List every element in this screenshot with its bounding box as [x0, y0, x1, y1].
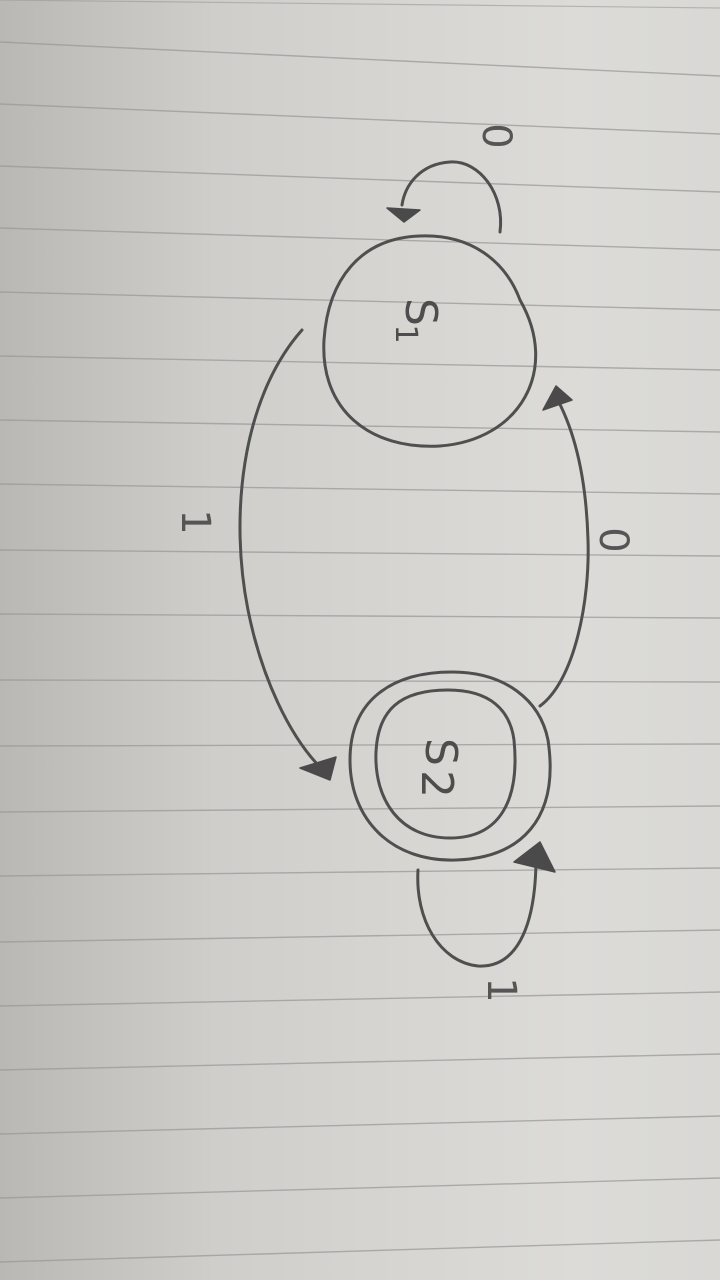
arc-s1-s2-arrowhead — [299, 756, 337, 781]
transition-s1-s2-1: 1 — [172, 328, 337, 781]
arc-s1-s2-label: 1 — [172, 509, 218, 534]
arc-s2-s1-label: 0 — [590, 527, 636, 552]
state-s2-inner-circle — [374, 688, 517, 840]
state-s1-letter: S — [395, 298, 446, 326]
arc-s2-s1 — [538, 393, 590, 708]
state-s1-circle — [322, 234, 538, 448]
state-s1-subscript: 1 — [388, 324, 423, 343]
state-s2-subscript: 2 — [411, 770, 462, 798]
self-loop-s2-arrowhead — [513, 841, 556, 873]
arc-s1-s2 — [238, 328, 320, 767]
self-loop-s1-arc — [400, 160, 503, 234]
self-loop-s1-label: 0 — [473, 123, 519, 148]
self-loop-s2-label: 1 — [478, 977, 524, 1002]
state-s2-letter: S — [415, 738, 466, 766]
state-s1: S 1 — [322, 234, 538, 448]
state-s2[interactable]: S 2 — [348, 670, 552, 862]
transition-s2-self-1: 1 — [416, 841, 556, 1003]
transition-s1-self-0: 0 — [386, 123, 519, 234]
self-loop-s1-arrowhead — [386, 207, 421, 223]
self-loop-s2-arc — [416, 860, 538, 968]
arc-s2-s1-arrowhead — [542, 385, 573, 411]
transition-s2-s1-0: 0 — [538, 385, 636, 708]
state-s2-outer-circle — [348, 670, 552, 862]
